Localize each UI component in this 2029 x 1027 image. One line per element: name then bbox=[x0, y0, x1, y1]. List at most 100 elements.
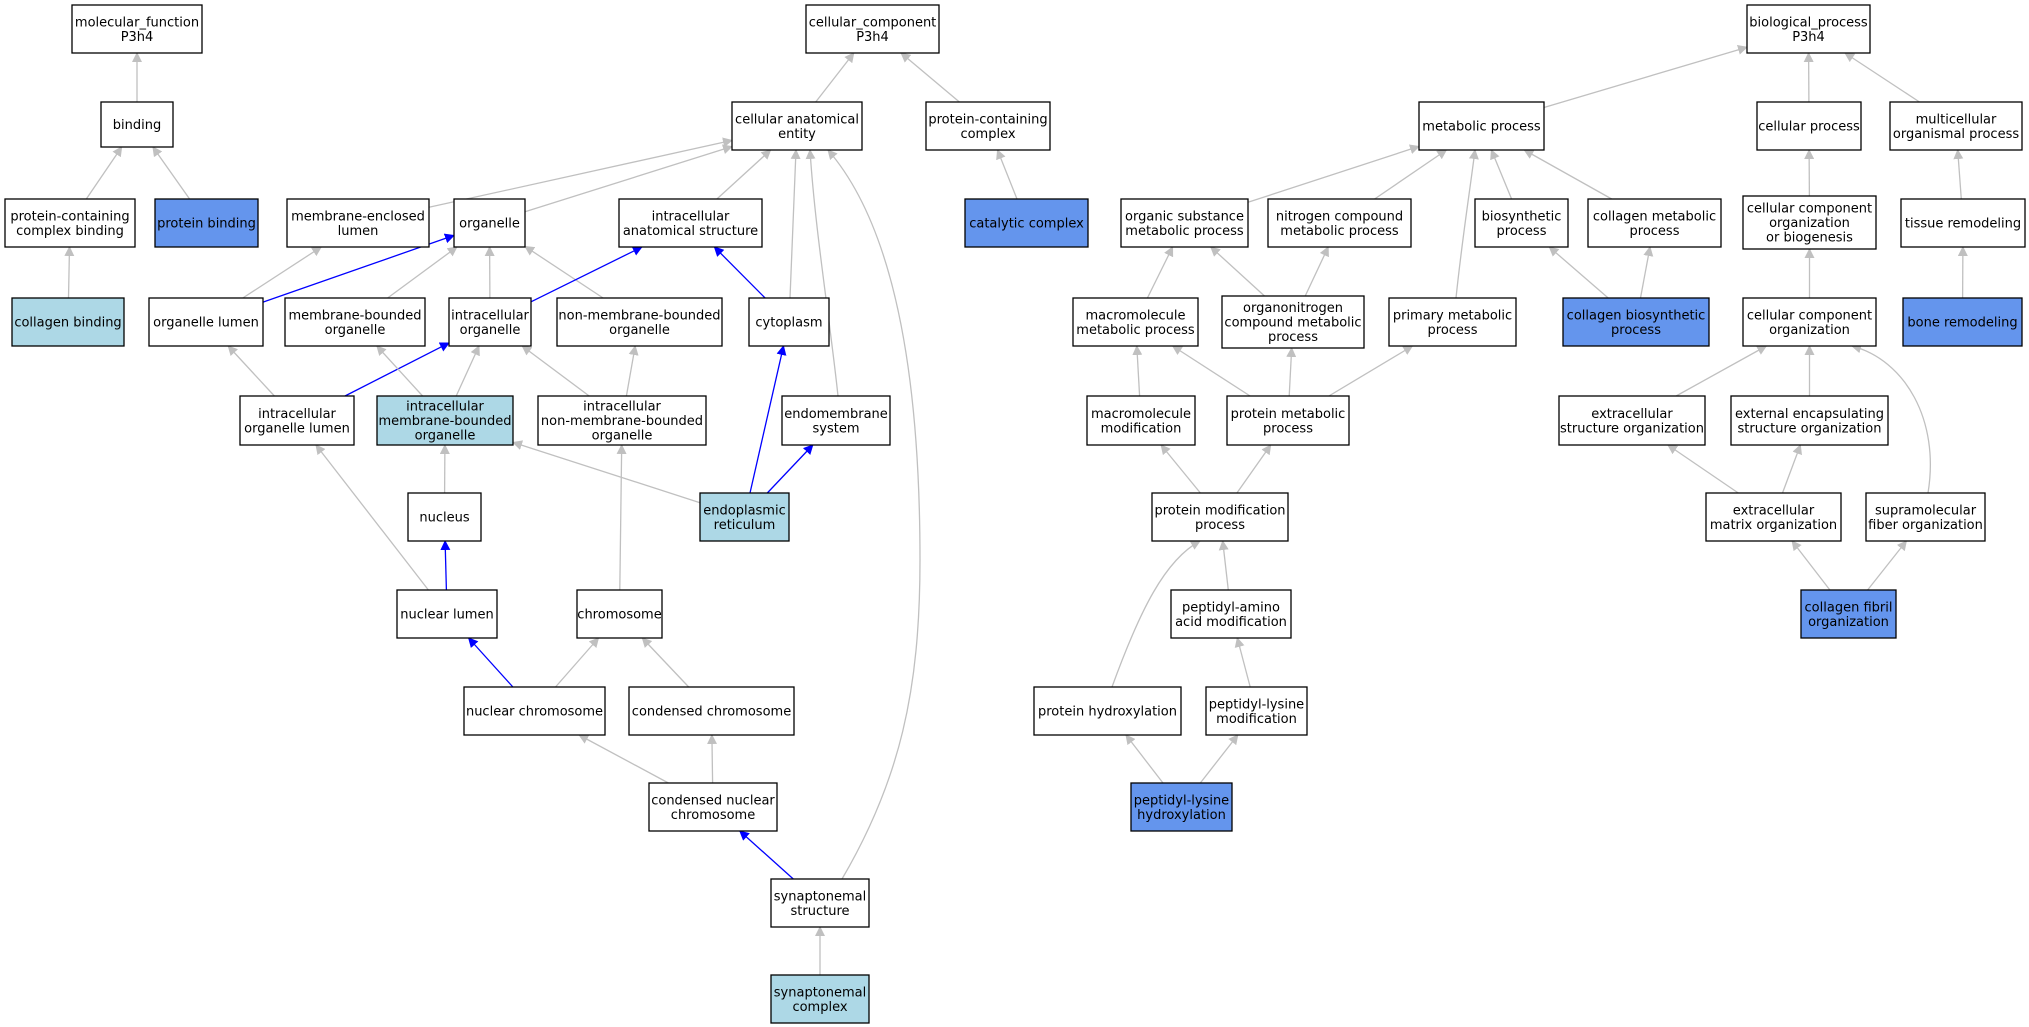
term-node-bone[interactable]: bone remodeling bbox=[1902, 297, 2023, 347]
term-box bbox=[770, 878, 870, 928]
term-label-line: metabolic process bbox=[1076, 323, 1195, 338]
term-node-organelle[interactable]: organelle bbox=[453, 198, 526, 248]
term-node-prothyd[interactable]: protein hydroxylation bbox=[1033, 686, 1182, 736]
term-box bbox=[1562, 297, 1710, 347]
term-label-line: process bbox=[1630, 224, 1680, 239]
term-label-line: intracellular bbox=[258, 407, 336, 422]
term-label-line: cytoplasm bbox=[755, 316, 822, 331]
term-box bbox=[1205, 686, 1308, 736]
term-box bbox=[648, 782, 778, 832]
term-box bbox=[376, 395, 514, 446]
term-node-inmbo[interactable]: intracellularnon-membrane-boundedorganel… bbox=[537, 395, 707, 446]
term-node-protbind[interactable]: protein binding bbox=[154, 198, 259, 248]
term-box bbox=[407, 492, 482, 542]
term-box bbox=[1705, 492, 1842, 542]
term-label-line: nitrogen compound bbox=[1276, 209, 1403, 224]
term-box bbox=[770, 974, 870, 1024]
edge-endomem-to-cae bbox=[805, 149, 839, 397]
term-box bbox=[805, 4, 940, 54]
term-label-line: membrane-enclosed bbox=[291, 209, 425, 224]
term-box bbox=[1902, 297, 2023, 347]
term-node-binding[interactable]: binding bbox=[100, 101, 174, 148]
term-label-line: protein hydroxylation bbox=[1038, 705, 1177, 720]
edge-orglumen-to-mel bbox=[242, 246, 323, 299]
term-box bbox=[1865, 492, 1986, 542]
term-box bbox=[100, 101, 174, 148]
edge-collbiosyn-to-biosyn bbox=[1548, 246, 1609, 299]
term-node-nucchrom[interactable]: nuclear chromosome bbox=[463, 686, 606, 736]
term-node-tissue[interactable]: tissue remodeling bbox=[1900, 198, 2026, 248]
term-label-line: extracellular bbox=[1733, 503, 1815, 518]
edge-chromosome-to-inmbo bbox=[616, 444, 627, 591]
term-node-metab[interactable]: metabolic process bbox=[1418, 101, 1545, 151]
edge-multi-to-bp bbox=[1844, 52, 1920, 103]
term-node-nucleus[interactable]: nucleus bbox=[407, 492, 482, 542]
term-node-collbind[interactable]: collagen binding bbox=[11, 297, 125, 347]
term-label-line: organelle bbox=[460, 323, 521, 338]
term-label-line: entity bbox=[778, 127, 816, 142]
term-label-line: organelle bbox=[325, 323, 386, 338]
term-label-line: organization bbox=[1769, 323, 1850, 338]
edge-protmod-to-protmetab bbox=[1236, 444, 1272, 494]
term-node-cellproc[interactable]: cellular process bbox=[1756, 101, 1862, 151]
edge-tissue-to-multi bbox=[1953, 149, 1964, 200]
term-label-line: condensed nuclear bbox=[651, 793, 775, 808]
term-node-condchrom[interactable]: condensed chromosome bbox=[628, 686, 795, 736]
term-label-line: catalytic complex bbox=[969, 217, 1084, 232]
term-label-line: process bbox=[1268, 330, 1318, 345]
term-node-catcomp[interactable]: catalytic complex bbox=[964, 198, 1089, 248]
term-label-line: protein modification bbox=[1154, 503, 1285, 518]
term-box bbox=[964, 198, 1089, 248]
edge-condchrom-to-chromosome bbox=[641, 637, 690, 688]
term-label-line: compound metabolic bbox=[1224, 316, 1361, 331]
term-node-orglumen[interactable]: organelle lumen bbox=[148, 297, 264, 347]
term-box bbox=[628, 686, 795, 736]
edge-eso-to-cco bbox=[1675, 345, 1768, 397]
term-label-line: organelle bbox=[592, 429, 653, 444]
term-node-cytoplasm[interactable]: cytoplasm bbox=[748, 297, 830, 347]
term-node-chromosome[interactable]: chromosome bbox=[576, 589, 663, 639]
term-label-line: modification bbox=[1101, 421, 1182, 436]
term-node-nuclumen[interactable]: nuclear lumen bbox=[396, 589, 498, 639]
